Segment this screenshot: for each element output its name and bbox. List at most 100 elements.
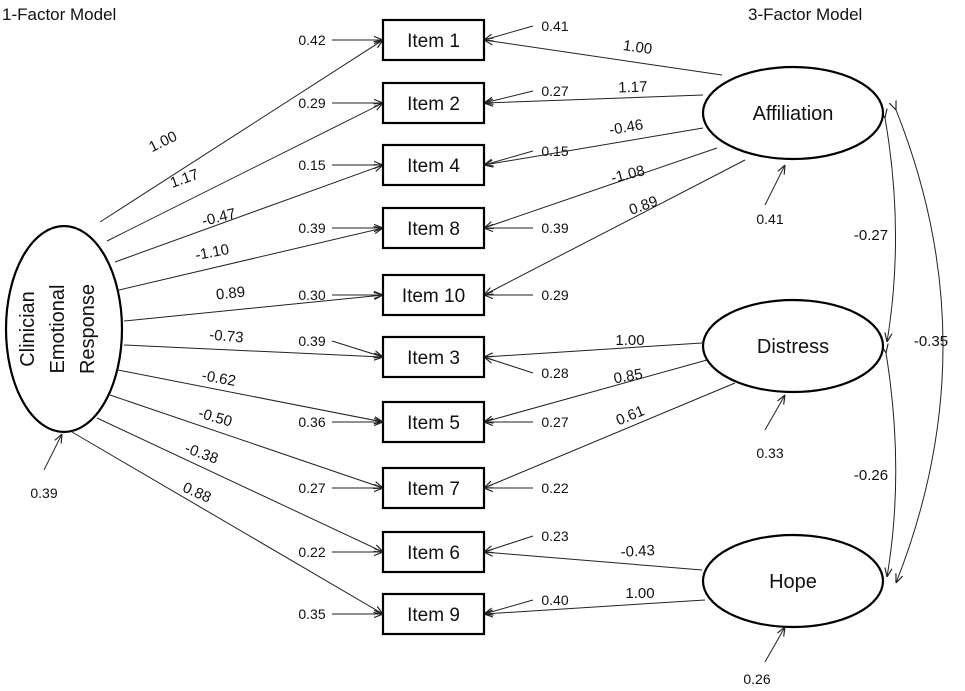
item-error-arrow-3f: [484, 150, 534, 165]
item-box-2: [381, 81, 486, 125]
item-error-value-3f: 0.27: [541, 83, 568, 99]
error-arrow-latent: [43, 434, 62, 471]
loading-path-1f: [71, 431, 383, 614]
loading-value-1f: -0.73: [209, 327, 245, 347]
item-label: Item 9: [407, 605, 460, 626]
item-error-value-3f: 0.41: [541, 18, 568, 34]
coefficient-labels: 0.391.001.17-0.47-1.100.89-0.73-0.62-0.5…: [30, 18, 948, 687]
loading-value-1f: 1.00: [146, 128, 180, 156]
item-error-value-1f: 0.36: [298, 414, 325, 430]
item-error-value-3f: 0.29: [541, 287, 568, 303]
item-error-arrow-3f: [484, 599, 534, 614]
loading-path-3f: [484, 127, 704, 165]
correlation-affiliation-hope: [896, 110, 944, 583]
item-error-value-1f: 0.22: [298, 544, 325, 560]
item-label: Item 5: [407, 413, 460, 434]
loading-value-3f: 1.17: [618, 78, 648, 96]
item-error-value-3f: 0.28: [541, 365, 568, 381]
loading-path-1f: [114, 165, 383, 263]
item-error-value-3f: 0.40: [541, 592, 568, 608]
item-error-value-1f: 0.39: [298, 220, 325, 236]
correlation-value-affiliation-distress: -0.27: [854, 227, 888, 244]
item-error-value-3f: 0.23: [541, 528, 568, 544]
item-box-5: [381, 273, 486, 317]
item-box-8: [381, 466, 486, 510]
latent-label-line: Clinician: [17, 291, 39, 367]
item-label: Item 10: [402, 286, 465, 307]
loading-path-3f: [484, 40, 723, 76]
item-box-3: [381, 143, 486, 187]
factor-error-arrow: [764, 165, 785, 206]
item-error-arrow-3f: [484, 535, 534, 552]
loading-path-1f: [109, 394, 383, 488]
loading-value-3f: 1.00: [622, 37, 653, 58]
item-box-1: [381, 18, 486, 62]
item-label: Item 2: [407, 94, 460, 115]
latent-clinician-emotional-response: [4, 224, 124, 434]
loading-value-1f: -0.62: [200, 367, 237, 390]
loading-path-1f: [117, 369, 383, 422]
factor-error-value: 0.33: [756, 445, 783, 461]
loading-path-3f: [484, 159, 746, 295]
item-error-value-1f: 0.35: [298, 606, 325, 622]
loading-path-1f: [99, 40, 383, 223]
item-error-value-1f: 0.15: [298, 157, 325, 173]
correlation-value-distress-hope: -0.26: [854, 467, 888, 484]
latent-error-value: 0.39: [30, 485, 57, 501]
loading-value-3f: 1.00: [615, 332, 644, 349]
loading-path-1f: [96, 417, 383, 552]
item-error-arrow-1f: [331, 340, 383, 357]
item-error-value-1f: 0.29: [298, 95, 325, 111]
title-1-factor-model: 1-Factor Model: [2, 5, 116, 24]
loading-value-1f: 0.89: [215, 284, 246, 304]
loading-value-1f: -0.38: [183, 440, 221, 468]
item-box-4: [381, 206, 486, 250]
item-label: Item 4: [407, 156, 460, 177]
title-3-factor-model: 3-Factor Model: [748, 5, 862, 24]
loading-value-3f: 1.00: [625, 585, 654, 602]
loading-path-3f: [484, 599, 706, 614]
loading-value-1f: -1.10: [194, 241, 231, 264]
loading-path-1f: [118, 228, 383, 291]
loading-value-1f: -0.47: [200, 205, 237, 230]
item-error-value-3f: 0.39: [541, 220, 568, 236]
factor-label: Hope: [769, 571, 817, 593]
factor-error-value: 0.41: [756, 211, 783, 227]
loading-path-3f: [484, 342, 703, 357]
loading-path-1f: [123, 344, 383, 357]
factor-error-value: 0.26: [743, 671, 770, 687]
loading-value-3f: 0.61: [614, 402, 647, 429]
path-lines: [43, 25, 944, 663]
item-error-value-1f: 0.39: [298, 333, 325, 349]
loading-value-3f: 0.89: [627, 193, 660, 219]
loading-path-3f: [484, 147, 718, 228]
item-error-value-3f: 0.22: [541, 480, 568, 496]
item-label: Item 6: [407, 543, 460, 564]
item-box-9: [381, 530, 486, 574]
factor-label: Affiliation: [753, 103, 834, 125]
loading-value-1f: 0.88: [180, 479, 214, 506]
latent-label-line: Emotional: [47, 285, 69, 374]
item-error-arrow-3f: [484, 90, 534, 103]
item-label: Item 8: [407, 219, 460, 240]
item-box-6: [381, 335, 486, 379]
item-error-value-3f: 0.15: [541, 143, 568, 159]
factor-error-arrow: [764, 627, 785, 663]
loading-path-3f: [484, 382, 736, 488]
item-error-value-3f: 0.27: [541, 414, 568, 430]
loading-value-3f: -0.46: [608, 116, 645, 139]
loading-value-3f: 0.85: [612, 366, 644, 388]
loading-path-3f: [484, 552, 703, 571]
loading-path-1f: [106, 103, 383, 242]
correlation-distress-hope: [886, 353, 897, 577]
loading-value-3f: -0.43: [620, 542, 655, 561]
loading-path-3f: [484, 94, 704, 103]
latent-label-line: Response: [77, 284, 99, 374]
item-error-value-1f: 0.30: [298, 287, 325, 303]
diagram-nodes: Item 1 Item 2 Item 4 Item 8 Item 10 Item 3 Ite…: [4, 18, 885, 636]
item-box-10: [381, 592, 486, 636]
item-label: Item 3: [407, 348, 460, 369]
factor-distress: [701, 298, 885, 394]
item-label: Item 1: [407, 31, 460, 52]
